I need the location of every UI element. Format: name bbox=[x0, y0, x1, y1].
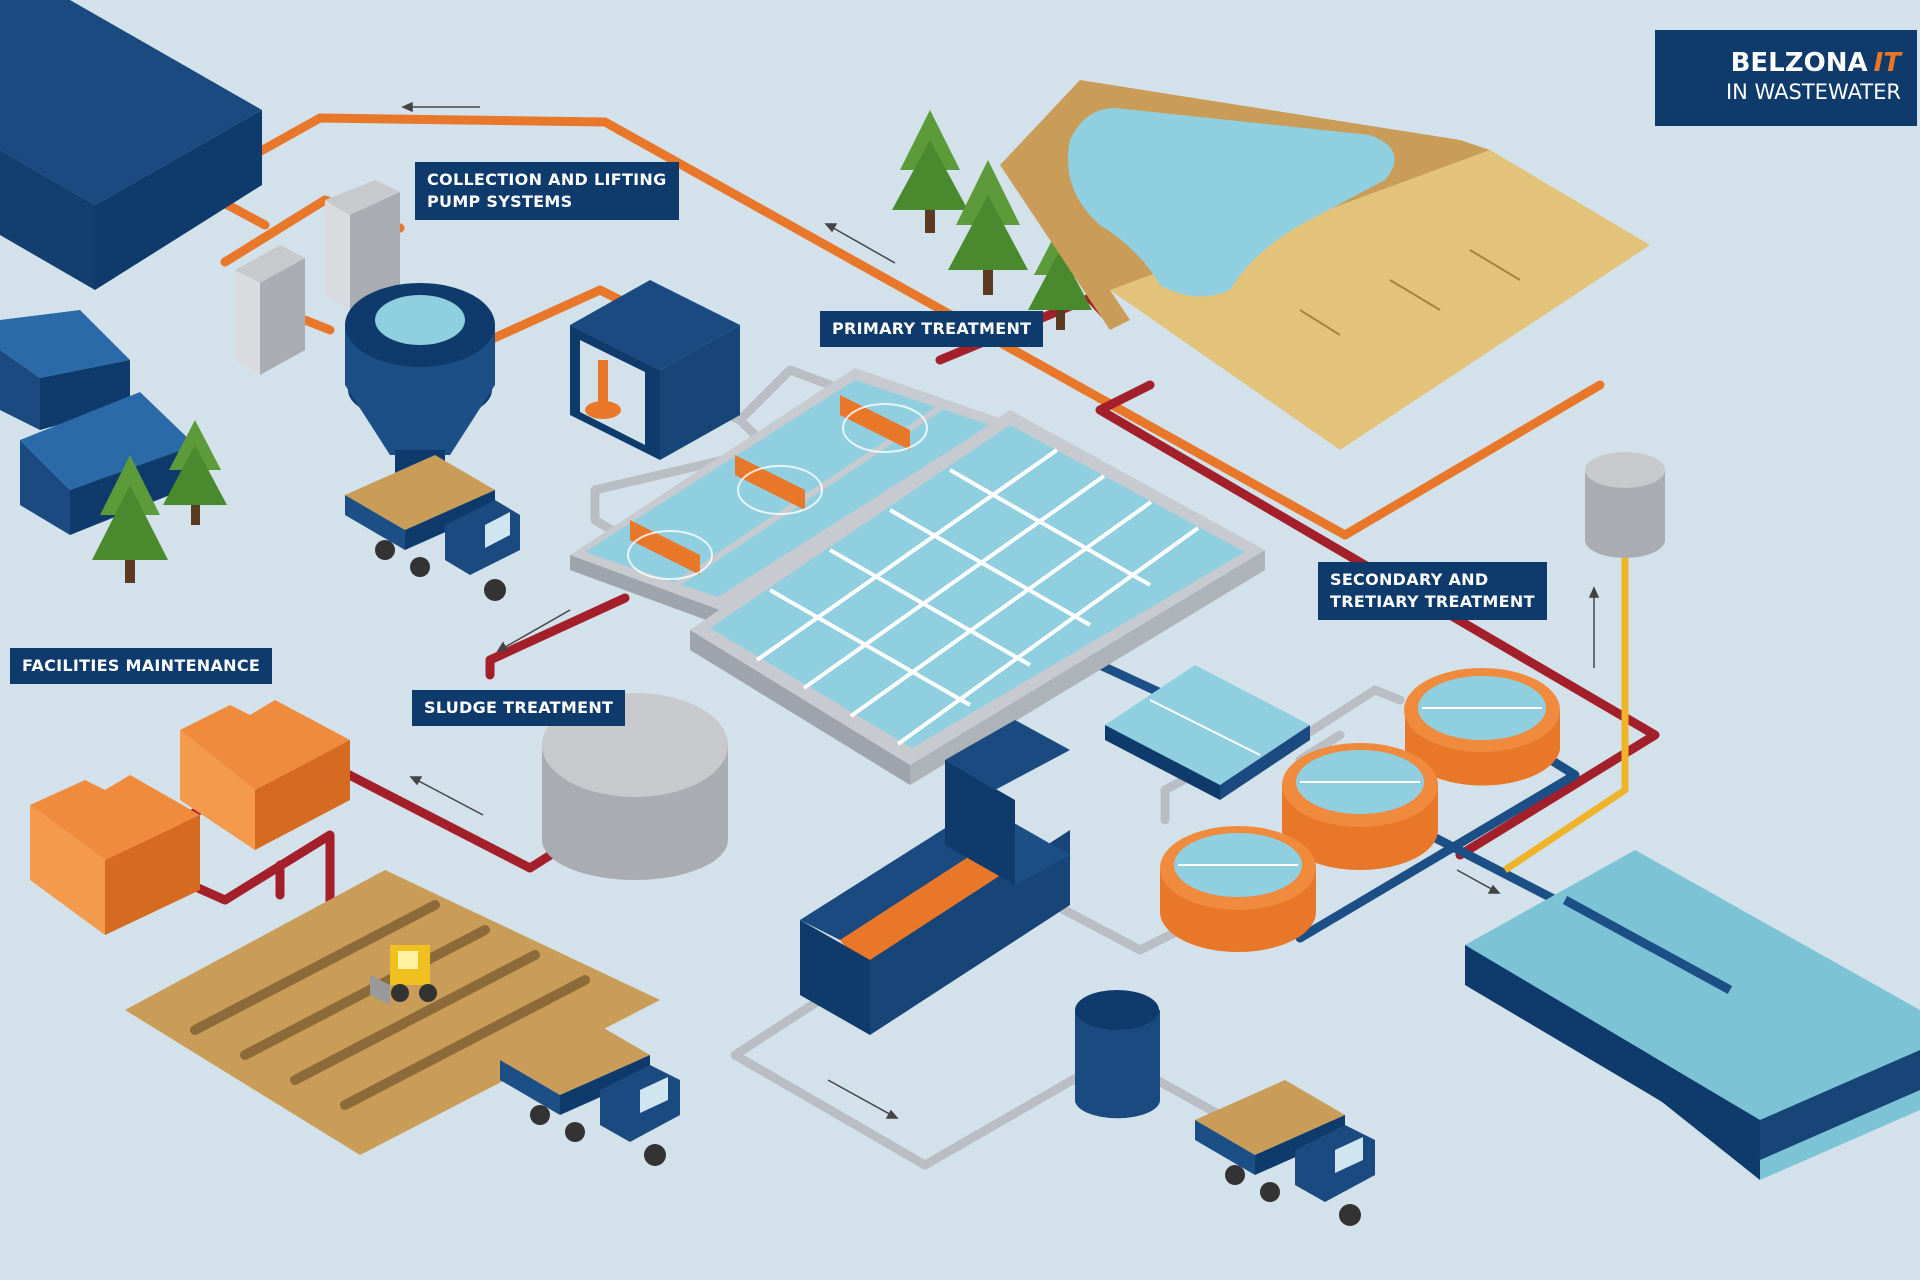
grey-pipe-bottom bbox=[730, 995, 1095, 1170]
workshop-building bbox=[180, 700, 350, 850]
workshop-building bbox=[30, 775, 200, 935]
lagoon bbox=[1000, 80, 1650, 450]
pine-tree-icon bbox=[163, 420, 227, 525]
red-pipe-sludge bbox=[485, 593, 630, 680]
yellow-pipe bbox=[1503, 540, 1629, 873]
dump-truck-icon bbox=[500, 1020, 680, 1166]
hopper-tank bbox=[345, 283, 495, 480]
chemical-silo bbox=[1585, 452, 1665, 558]
lifting-pumps bbox=[235, 180, 400, 375]
flow-arrow-icon bbox=[1588, 586, 1600, 668]
pump-unit bbox=[235, 245, 305, 375]
screening-unit bbox=[570, 280, 740, 460]
lagoon-slope bbox=[1110, 150, 1650, 450]
aeration-grid bbox=[755, 448, 1200, 746]
secondary-clarifiers bbox=[1160, 668, 1560, 952]
clarifier-tank bbox=[1404, 668, 1560, 786]
flow-arrow-icon bbox=[409, 776, 484, 816]
flow-arrow-icon-group bbox=[401, 101, 1600, 1119]
house-1 bbox=[0, 310, 130, 430]
clarifier-tank bbox=[1160, 826, 1316, 952]
aeration-basin bbox=[690, 410, 1265, 785]
flow-arrow-icon bbox=[824, 223, 896, 264]
sludge-press bbox=[800, 720, 1070, 1035]
wheel-loader-icon bbox=[370, 945, 437, 1005]
label-collection: COLLECTION AND LIFTING PUMP SYSTEMS bbox=[415, 162, 679, 220]
maintenance-buildings bbox=[30, 700, 350, 935]
flow-arrow-icon bbox=[401, 101, 480, 113]
label-collection-line-1: COLLECTION AND LIFTING bbox=[427, 170, 667, 189]
label-sludge: SLUDGE TREATMENT bbox=[412, 690, 626, 726]
drying-field bbox=[125, 870, 660, 1155]
lagoon-water bbox=[1068, 108, 1395, 297]
pine-tree-icon bbox=[892, 110, 968, 233]
label-primary: PRIMARY TREATMENT bbox=[820, 311, 1044, 347]
label-facilities-line-1: FACILITIES MAINTENANCE bbox=[22, 656, 261, 675]
dump-truck-icon bbox=[345, 455, 520, 601]
orange-pipe-main bbox=[195, 113, 1605, 540]
blue-pipe-aeration bbox=[1095, 660, 1170, 700]
storage-silo bbox=[1075, 990, 1160, 1119]
outfall-basin bbox=[1465, 850, 1920, 1180]
primary-clarifier-basins bbox=[570, 368, 1005, 625]
label-secondary-line-2: TRETIARY TREATMENT bbox=[1330, 592, 1535, 611]
brand-tagline: IN WASTEWATER bbox=[1725, 80, 1901, 104]
label-collection-line-2: PUMP SYSTEMS bbox=[427, 192, 573, 211]
label-secondary-line-1: SECONDARY AND bbox=[1330, 570, 1489, 589]
dump-truck-icon bbox=[1195, 1080, 1375, 1226]
flow-arrow-icon bbox=[1456, 869, 1501, 894]
pine-tree-icon bbox=[92, 455, 168, 583]
distribution-box bbox=[1105, 665, 1310, 800]
grey-pipe-tanks bbox=[1300, 685, 1405, 740]
pump-unit bbox=[325, 180, 400, 310]
brand-accent: IT bbox=[1873, 48, 1901, 78]
flow-arrow-icon bbox=[827, 1079, 899, 1119]
pump-station-building bbox=[0, 0, 262, 290]
label-secondary: SECONDARY AND TRETIARY TREATMENT bbox=[1318, 562, 1547, 620]
label-sludge-line-1: SLUDGE TREATMENT bbox=[424, 698, 614, 717]
label-primary-line-1: PRIMARY TREATMENT bbox=[832, 319, 1032, 338]
pine-tree-icon-group bbox=[92, 110, 1092, 583]
label-facilities: FACILITIES MAINTENANCE bbox=[10, 648, 273, 684]
clarifier-tank bbox=[1282, 743, 1438, 870]
brand-name: BELZONA bbox=[1730, 48, 1868, 78]
flow-arrow-icon bbox=[496, 609, 571, 652]
pine-tree-icon bbox=[948, 160, 1028, 295]
grey-pipe-primary-top bbox=[735, 365, 835, 425]
